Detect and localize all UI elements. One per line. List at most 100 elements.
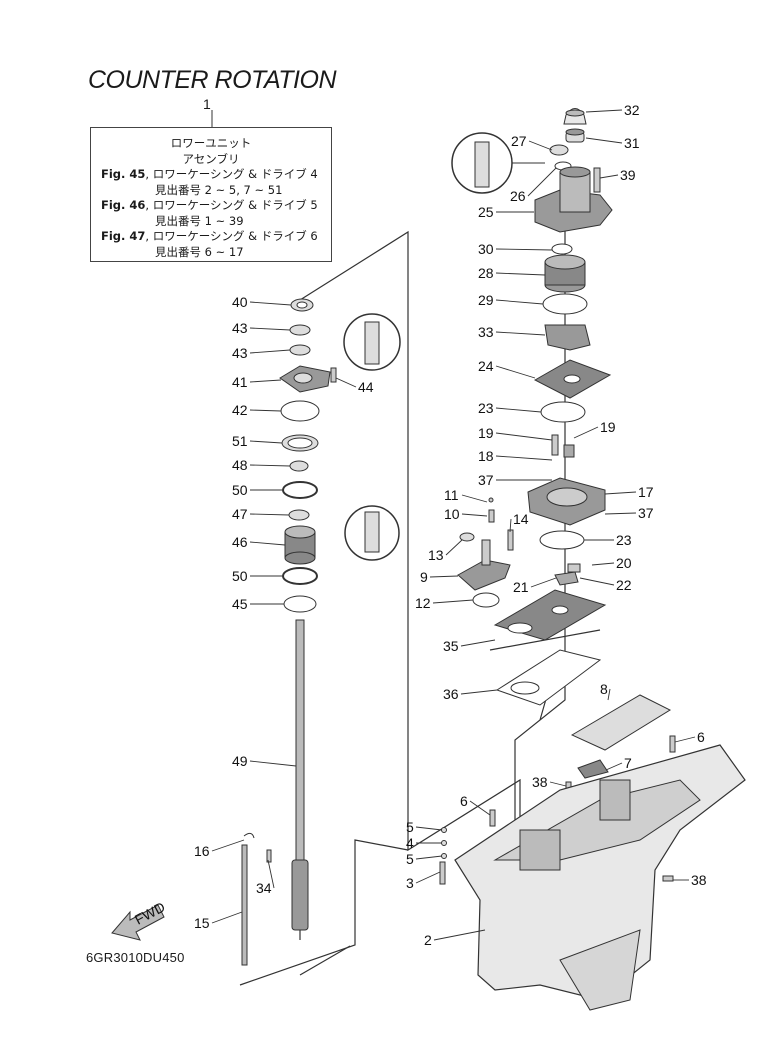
callout-leader-46 <box>249 541 286 546</box>
part-30-oring[interactable] <box>551 243 573 255</box>
part-34-pin[interactable] <box>266 849 272 863</box>
part-23b-gasket[interactable] <box>539 530 585 550</box>
callout-leader-8 <box>607 688 611 701</box>
part-6-pins[interactable] <box>489 735 676 827</box>
part-40-seal[interactable] <box>290 298 314 312</box>
part-46-bearing[interactable] <box>284 525 316 565</box>
callout-leader-41 <box>249 379 282 383</box>
callout-42: 42 <box>232 402 248 418</box>
callout-18: 18 <box>478 448 494 464</box>
part-2-lower-casing[interactable] <box>454 744 746 1011</box>
callout-2: 2 <box>424 932 432 948</box>
part-19-18-pins[interactable] <box>551 434 575 458</box>
ref-line-1: ロワーユニット <box>170 136 252 150</box>
part-3-4-5-studs[interactable] <box>439 827 447 885</box>
part-13-ring[interactable] <box>459 532 475 542</box>
part-50b-shim[interactable] <box>282 567 318 585</box>
part-33-impeller[interactable] <box>544 324 591 351</box>
callout-14: 14 <box>513 511 529 527</box>
fig47-desc: , ロワーケーシング & ドライブ 6 <box>145 229 318 243</box>
callout-43: 43 <box>232 345 248 361</box>
detail-inset-upper <box>451 132 545 194</box>
part-16-clip[interactable] <box>243 832 255 839</box>
part-23-gasket[interactable] <box>540 401 586 423</box>
callout-leader-18 <box>495 455 553 461</box>
part-36-gasket[interactable] <box>495 649 602 706</box>
part-43-seals[interactable] <box>289 324 311 356</box>
part-42-oring[interactable] <box>280 400 320 422</box>
part-14-bolt[interactable] <box>507 529 514 551</box>
callout-leader-6 <box>674 736 696 743</box>
callout-16: 16 <box>194 843 210 859</box>
part-41-housing[interactable] <box>279 365 331 393</box>
callout-leader-20 <box>591 562 615 566</box>
fig47-sub: 見出番号 6 ~ 17 <box>155 244 244 259</box>
fig47-link[interactable]: Fig. 47 <box>101 229 146 243</box>
part-47-ring[interactable] <box>288 509 310 521</box>
ref-line-2: アセンブリ <box>182 151 240 166</box>
part-32-cap[interactable] <box>563 108 587 125</box>
fig46-link[interactable]: Fig. 46 <box>101 198 146 212</box>
callout-leader-26 <box>527 167 557 197</box>
callout-leader-48 <box>249 464 291 467</box>
part-12-seal[interactable] <box>472 592 500 608</box>
fig47-row: Fig. 47, ロワーケーシング & ドライブ 6 <box>91 229 331 245</box>
callout-4: 4 <box>406 835 414 851</box>
callout-50: 50 <box>232 482 248 498</box>
callout-leader-19 <box>495 432 553 441</box>
callout-20: 20 <box>616 555 632 571</box>
callout-leader-33 <box>495 331 546 336</box>
part-51-ring[interactable] <box>281 434 319 452</box>
callout-leader-35 <box>460 639 496 647</box>
page-title: COUNTER ROTATION <box>88 66 337 94</box>
part-35-plate[interactable] <box>493 589 607 641</box>
part-50-shim[interactable] <box>282 481 318 499</box>
fig45-sub: 見出番号 2 ~ 5, 7 ~ 51 <box>155 182 283 197</box>
part-49-driveshaft[interactable] <box>291 619 309 931</box>
callout-50: 50 <box>232 568 248 584</box>
callout-leader-7 <box>605 762 623 771</box>
part-7-plate[interactable] <box>577 759 609 779</box>
part-45-oring[interactable] <box>283 595 317 613</box>
callout-22: 22 <box>616 577 632 593</box>
callout-leader-11 <box>461 494 488 503</box>
callout-leader-16 <box>211 839 245 852</box>
callout-29: 29 <box>478 292 494 308</box>
callout-24: 24 <box>478 358 494 374</box>
part-29-gasket[interactable] <box>542 293 588 315</box>
callout-40: 40 <box>232 294 248 310</box>
part-15-shift-rod[interactable] <box>241 844 248 966</box>
callout-48: 48 <box>232 457 248 473</box>
part-9-cover[interactable] <box>457 539 511 591</box>
callout-leader-47 <box>249 513 290 516</box>
callout-leader-29 <box>495 299 544 305</box>
callout-19: 19 <box>600 419 616 435</box>
callout-leader-34 <box>267 859 275 889</box>
part-27-seal[interactable] <box>549 144 569 156</box>
part-10-11-bolt[interactable] <box>488 497 495 523</box>
part-21-22-clips[interactable] <box>554 563 581 586</box>
callout-leader-21 <box>530 577 557 588</box>
part-31-bushing[interactable] <box>565 128 585 143</box>
callout-17: 17 <box>638 484 654 500</box>
part-28-insert[interactable] <box>544 254 586 293</box>
callout-19: 19 <box>478 425 494 441</box>
callout-8: 8 <box>600 681 608 697</box>
part-17-pump-case[interactable] <box>527 477 606 526</box>
part-39-bolt[interactable] <box>593 167 601 193</box>
callout-15: 15 <box>194 915 210 931</box>
callout-leader-37 <box>604 512 637 515</box>
part-44-bolt[interactable] <box>330 367 337 383</box>
part-24-plate[interactable] <box>533 359 612 399</box>
callout-leader-32 <box>585 109 623 113</box>
callout-leader-22 <box>579 577 615 586</box>
callout-46: 46 <box>232 534 248 550</box>
fig45-link[interactable]: Fig. 45 <box>101 167 146 181</box>
callout-leader-3 <box>415 871 441 884</box>
part-25-housing[interactable] <box>534 166 613 233</box>
callout-47: 47 <box>232 506 248 522</box>
part-8-gasket[interactable] <box>570 694 672 751</box>
callout-10: 10 <box>444 506 460 522</box>
part-48-ring[interactable] <box>289 460 309 472</box>
